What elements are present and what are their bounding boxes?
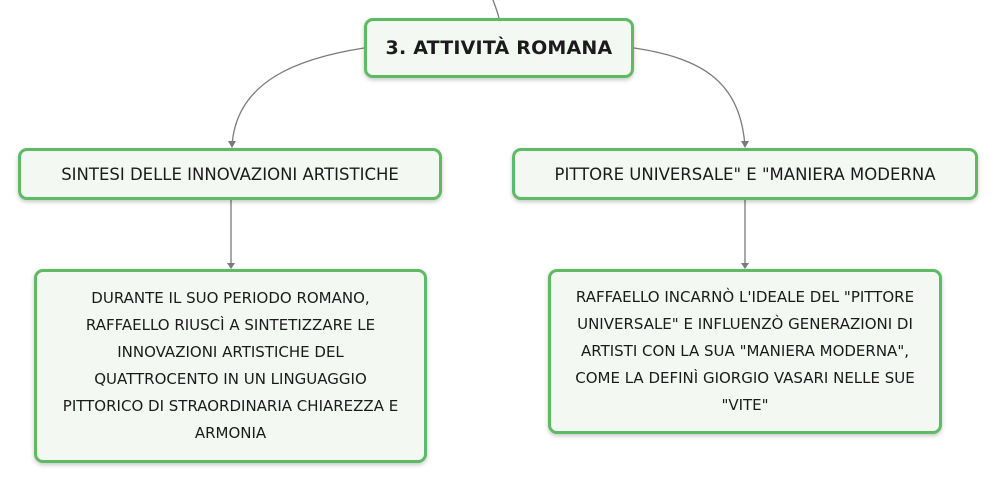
note-line: ARTISTI CON LA SUA "MANIERA MODERNA", — [580, 342, 909, 360]
arrowhead — [228, 141, 236, 148]
connector-parent-to-root — [492, 0, 500, 19]
arrowhead — [227, 263, 235, 269]
root-node[interactable]: 3. ATTIVITÀ ROMANA — [364, 18, 634, 78]
connector-root-to-left-topic — [231, 47, 365, 147]
note-line: DURANTE IL SUO PERIODO ROMANO, — [91, 289, 370, 307]
connector-root-to-right-topic — [633, 47, 746, 147]
note-line: ARMONIA — [194, 424, 267, 442]
note-text: RAFFAELLO INCARNÒ L'IDEALE DEL "PITTORE … — [575, 284, 914, 419]
topic-node-pittore-universale[interactable]: PITTORE UNIVERSALE" E "MANIERA MODERNA — [512, 148, 978, 200]
note-node-sintesi[interactable]: DURANTE IL SUO PERIODO ROMANO, RAFFAELLO… — [34, 269, 427, 463]
note-line: "VITE" — [721, 396, 769, 414]
note-line: COME LA DEFINÌ GIORGIO VASARI NELLE SUE — [575, 369, 915, 387]
note-text: DURANTE IL SUO PERIODO ROMANO, RAFFAELLO… — [63, 285, 398, 447]
note-node-pittore-universale[interactable]: RAFFAELLO INCARNÒ L'IDEALE DEL "PITTORE … — [548, 269, 942, 434]
note-line: PITTORICO DI STRAORDINARIA CHIAREZZA E — [62, 397, 399, 415]
arrowhead — [741, 141, 749, 148]
note-line: INNOVAZIONI ARTISTICHE DEL — [117, 343, 344, 361]
note-line: QUATTROCENTO IN UN LINGUAGGIO — [94, 370, 367, 388]
note-line: RAFFAELLO RIUSCÌ A SINTETIZZARE LE — [85, 316, 376, 334]
note-line: UNIVERSALE" E INFLUENZÒ GENERAZIONI DI — [577, 315, 913, 333]
topic-node-sintesi[interactable]: SINTESI DELLE INNOVAZIONI ARTISTICHE — [18, 148, 442, 200]
topic-node-label: PITTORE UNIVERSALE" E "MANIERA MODERNA — [554, 164, 936, 184]
topic-node-label: SINTESI DELLE INNOVAZIONI ARTISTICHE — [61, 164, 399, 184]
arrowhead — [741, 263, 749, 269]
root-node-label: 3. ATTIVITÀ ROMANA — [385, 37, 613, 59]
note-line: RAFFAELLO INCARNÒ L'IDEALE DEL "PITTORE — [575, 288, 915, 306]
